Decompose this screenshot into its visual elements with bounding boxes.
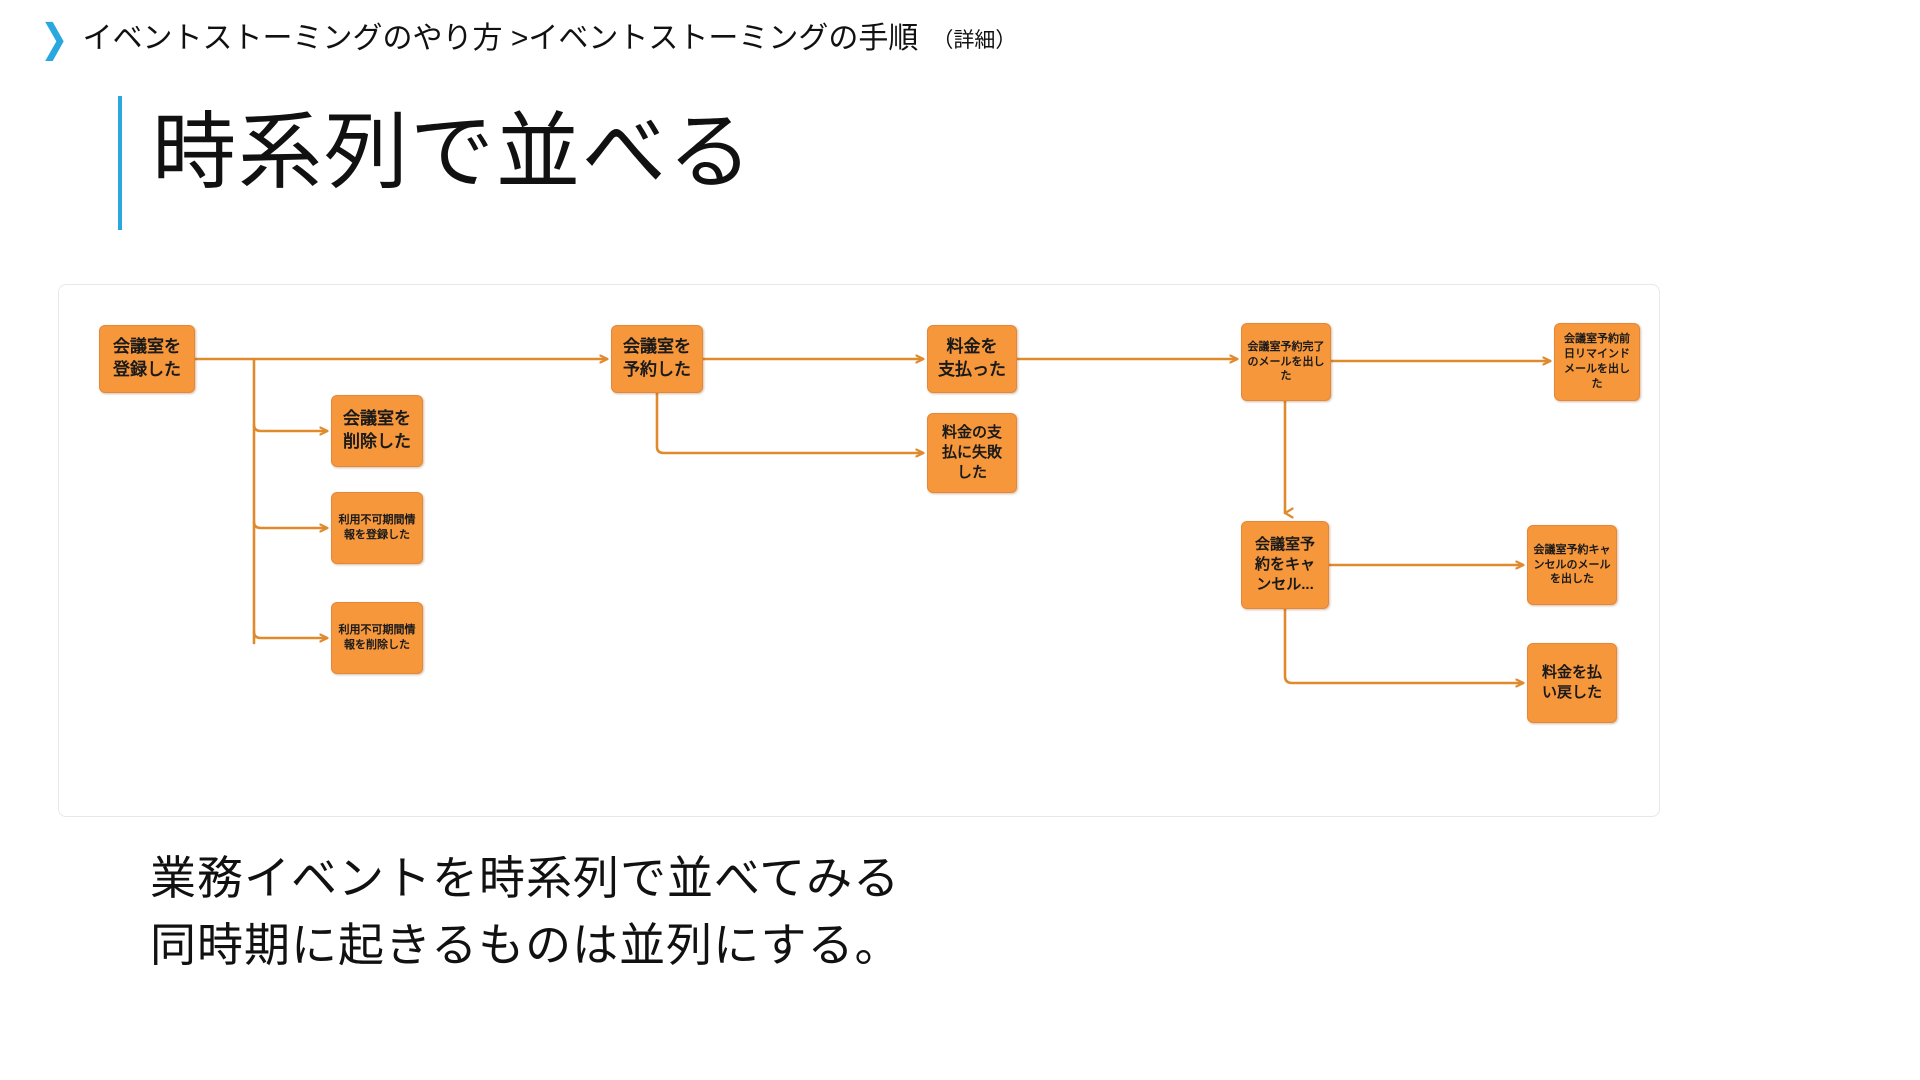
breadcrumb-subtext: （詳細） — [932, 29, 1017, 52]
diagram-canvas: 会議室を登録した 会議室を削除した 利用不可期間情報を登録した 利用不可期間情報… — [59, 285, 1659, 816]
event-node-label: 会議室予約完了のメールを出した — [1247, 340, 1325, 383]
event-node[interactable]: 会議室予約キャンセルのメールを出した — [1527, 525, 1617, 605]
caption-line-1: 業務イベントを時系列で並べてみる — [150, 852, 901, 904]
event-node-label: 料金を払い戻した — [1541, 663, 1602, 701]
event-node[interactable]: 料金を払い戻した — [1527, 643, 1617, 723]
chevron-right-icon: ❯ — [40, 17, 69, 61]
event-node[interactable]: 会議室予約完了のメールを出した — [1241, 323, 1331, 401]
event-node[interactable]: 料金を支払った — [927, 325, 1017, 393]
event-node-label: 会議室予約前日リマインドメールを出した — [1564, 333, 1630, 390]
event-node[interactable]: 会議室を登録した — [99, 325, 195, 393]
page-title: 時系列で並べる — [118, 96, 754, 230]
event-node-label: 料金の支払に失敗した — [941, 423, 1002, 482]
event-node-label: 会議室を登録した — [113, 337, 181, 379]
event-node-label: 会議室予約をキャンセル... — [1254, 535, 1315, 594]
event-node[interactable]: 利用不可期間情報を削除した — [331, 602, 423, 674]
diagram-panel: 会議室を登録した 会議室を削除した 利用不可期間情報を登録した 利用不可期間情報… — [58, 284, 1660, 817]
event-node[interactable]: 会議室を予約した — [611, 325, 703, 393]
breadcrumb-text: イベントストーミングのやり方 >イベントストーミングの手順 — [82, 22, 919, 55]
event-node[interactable]: 料金の支払に失敗した — [927, 413, 1017, 493]
event-node-label: 料金を支払った — [938, 337, 1006, 379]
slide-caption: 業務イベントを時系列で並べてみる 同時期に起きるものは並列にする。 — [150, 845, 902, 978]
event-node-label: 利用不可期間情報を登録した — [338, 514, 416, 541]
connector-layer — [193, 285, 1659, 816]
event-node-label: 会議室予約キャンセルのメールを出した — [1533, 543, 1611, 586]
caption-line-2: 同時期に起きるものは並列にする。 — [150, 918, 902, 971]
event-node-label: 会議室を予約した — [623, 337, 691, 379]
title-accent-rule — [118, 96, 122, 230]
event-node[interactable]: 会議室を削除した — [331, 395, 423, 467]
breadcrumb: ❯ イベントストーミングのやり方 >イベントストーミングの手順 （詳細） — [40, 17, 1017, 61]
event-node-label: 会議室を削除した — [343, 409, 411, 451]
event-node[interactable]: 会議室予約前日リマインドメールを出した — [1554, 323, 1640, 401]
event-node[interactable]: 利用不可期間情報を登録した — [331, 492, 423, 564]
event-node[interactable]: 会議室予約をキャンセル... — [1241, 521, 1329, 609]
page-title-text: 時系列で並べる — [152, 105, 755, 199]
event-node-label: 利用不可期間情報を削除した — [338, 624, 416, 651]
